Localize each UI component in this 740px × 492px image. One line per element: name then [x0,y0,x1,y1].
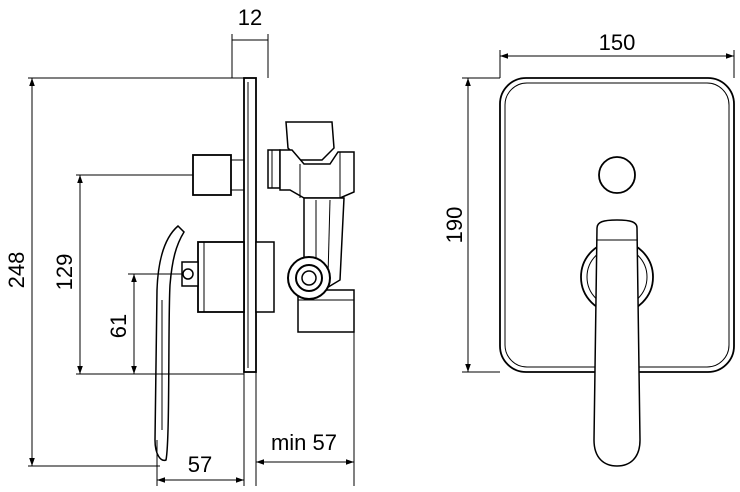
diverter-knob [598,156,636,194]
dim-12: 12 [238,5,262,30]
side-view: 12 248 129 61 57 min 57 [4,5,355,486]
cartridge-body [197,241,245,313]
dim-129: 129 [52,254,77,291]
dim-57: 57 [188,452,212,477]
outlet-stub [192,154,232,196]
valve-body [255,121,355,333]
front-lever [593,219,641,467]
dim-190: 190 [442,207,467,244]
lever-handle [154,224,185,462]
wall-plate [243,77,257,373]
dim-min57: min 57 [271,430,337,455]
dim-61: 61 [106,314,131,338]
front-view: 150 190 [442,30,735,467]
dim-248: 248 [4,252,29,289]
dim-150: 150 [599,30,636,55]
